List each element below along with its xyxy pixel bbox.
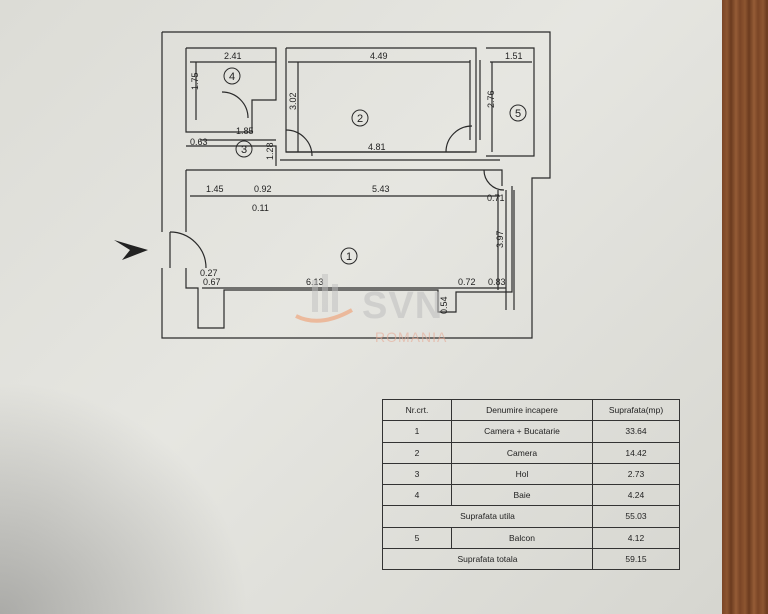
row-nr: 1 [382, 420, 452, 443]
room-5-label: 5 [515, 108, 521, 120]
dim-label: 1.45 [206, 184, 224, 194]
util-label: Suprafata utila [382, 505, 593, 528]
total-row: Suprafata totala 59.15 [382, 547, 680, 571]
balcon-row: 5 Balcon 4.12 [382, 526, 680, 549]
watermark-logo-icon [295, 274, 353, 323]
door-room5-lower [483, 169, 505, 191]
dim-label: 0.27 [200, 268, 218, 278]
dim-label: 1.28 [265, 142, 275, 160]
row-name: Balcon [451, 526, 593, 549]
dim-label: 0.54 [439, 296, 449, 314]
room-4-label: 4 [229, 71, 235, 83]
paper-shadow [0, 380, 250, 614]
row-name: Camera [451, 441, 593, 464]
dim-label: 1.75 [190, 72, 200, 90]
row-name: Camera + Bucatarie [451, 420, 593, 443]
area-legend-table: Nr.crt. Denumire incapere Suprafata(mp) … [382, 398, 680, 571]
room2-wall [285, 47, 477, 153]
total-value: 59.15 [592, 547, 680, 571]
table-row: 3 Hol 2.73 [382, 462, 680, 486]
wooden-table-edge [722, 0, 768, 614]
dim-label: 2.76 [486, 90, 496, 108]
room5-wall [486, 47, 535, 157]
dim-label: 0.67 [203, 277, 221, 287]
dim-label: 0.83 [488, 277, 506, 287]
room-3-label: 3 [241, 144, 247, 156]
door-room5 [445, 125, 473, 153]
watermark-subtext: ROMANIA [375, 329, 448, 345]
dim-label: 2.41 [224, 51, 242, 61]
dim-label: 4.49 [370, 51, 388, 61]
table-row: 2 Camera 14.42 [382, 441, 680, 464]
row-name: Hol [451, 462, 593, 486]
dim-label: 3.97 [495, 230, 505, 248]
room-2-label: 2 [357, 113, 363, 125]
util-row: Suprafata utila 55.03 [382, 505, 680, 528]
dim-label: 0.63 [190, 137, 208, 147]
total-label: Suprafata totala [382, 547, 593, 571]
dim-label: 3.02 [288, 92, 298, 110]
header-name: Denumire incapere [451, 398, 593, 422]
table-row: 1 Camera + Bucatarie 33.64 [382, 420, 680, 443]
table-row: 4 Baie 4.24 [382, 483, 680, 507]
util-value: 55.03 [592, 505, 680, 528]
header-area: Suprafata(mp) [592, 398, 680, 422]
row-area: 4.12 [592, 526, 680, 549]
row-area: 4.24 [592, 483, 680, 507]
row-area: 14.42 [592, 441, 680, 464]
room-1-label: 1 [346, 251, 352, 263]
dim-label: 1.85 [236, 126, 254, 136]
row-name: Baie [451, 483, 593, 507]
row-nr: 3 [382, 462, 452, 486]
outer-wall [161, 31, 551, 339]
dim-label: 0.72 [458, 277, 476, 287]
dim-label: 1.51 [505, 51, 523, 61]
entrance-door [169, 231, 207, 269]
legend-header-row: Nr.crt. Denumire incapere Suprafata(mp) [382, 398, 680, 422]
row-nr: 5 [382, 526, 452, 549]
row-nr: 2 [382, 441, 452, 464]
dim-label: 0.11 [252, 203, 269, 213]
header-nr: Nr.crt. [382, 398, 452, 422]
floor-plan: 4 2 3 5 1 2.41 4.49 1.51 1.75 3.02 2.76 … [114, 31, 551, 339]
dim-label: 0.92 [254, 184, 272, 194]
watermark-text: SVN [362, 285, 444, 327]
entrance-arrow [114, 240, 148, 260]
dim-label: 4.81 [368, 142, 386, 152]
row-area: 2.73 [592, 462, 680, 486]
dim-label: 0.71 [487, 193, 505, 203]
dim-label: 5.43 [372, 184, 390, 194]
inner-wall [185, 47, 277, 133]
door-room4 [221, 91, 249, 119]
row-area: 33.64 [592, 420, 680, 443]
row-nr: 4 [382, 483, 452, 507]
